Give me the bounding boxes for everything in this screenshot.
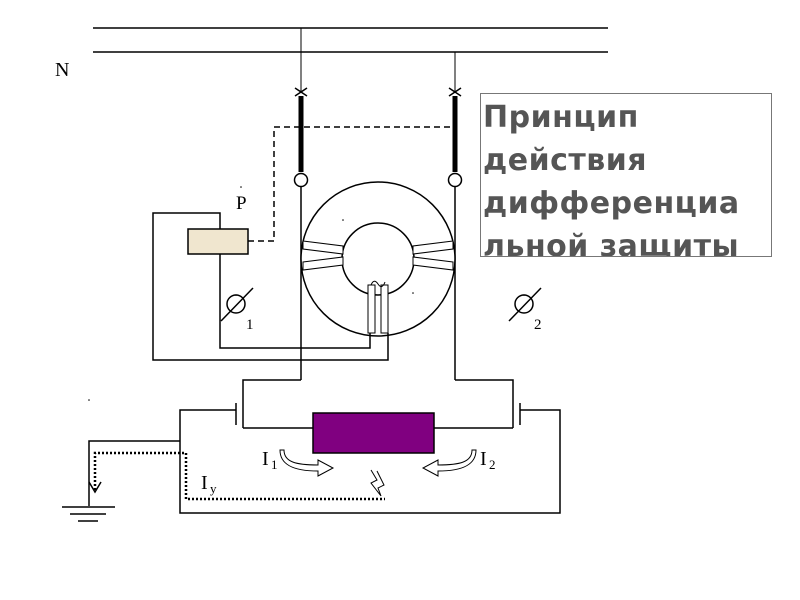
neutral-label: N xyxy=(55,59,69,81)
left-conductor xyxy=(293,28,309,380)
relay-trip-link xyxy=(248,126,455,242)
current-2-arrow xyxy=(421,449,477,477)
lamp-2-label: 2 xyxy=(534,317,542,333)
leakage-current-label: I xyxy=(201,472,208,494)
relay-label: Р xyxy=(236,193,247,214)
title-line-4: льной защиты xyxy=(483,229,740,257)
relay-wire-inner xyxy=(219,254,371,349)
fault-spark xyxy=(370,469,385,497)
toroid-transformer xyxy=(300,181,456,337)
leakage-arrowhead xyxy=(88,481,102,494)
indicator-lamp-1 xyxy=(220,287,254,322)
current-2-subscript: 2 xyxy=(489,457,496,472)
load-block xyxy=(312,412,435,454)
title-line-2: действия xyxy=(483,143,648,178)
current-1-subscript: 1 xyxy=(271,457,278,472)
title-line-1: Принцип xyxy=(483,100,639,135)
right-conductor xyxy=(447,52,463,380)
load-connections xyxy=(235,379,521,429)
slide-title: Принцип действия дифференциа льной защит… xyxy=(483,96,771,257)
leakage-path xyxy=(93,451,385,501)
title-line-3: дифференциа xyxy=(483,186,740,221)
relay-coil xyxy=(187,228,249,255)
indicator-lamp-2 xyxy=(508,287,542,322)
lamp-1-label: 1 xyxy=(246,317,254,333)
ground-symbol xyxy=(62,399,180,522)
leakage-current-subscript: у xyxy=(210,481,217,496)
current-1-arrow xyxy=(279,449,335,477)
current-2-label: I xyxy=(480,448,487,470)
enclosure-loop xyxy=(179,409,561,514)
relay-wire-outer xyxy=(152,212,389,361)
current-1-label: I xyxy=(262,448,269,470)
title-box: Принцип действия дифференциа льной защит… xyxy=(480,93,772,257)
